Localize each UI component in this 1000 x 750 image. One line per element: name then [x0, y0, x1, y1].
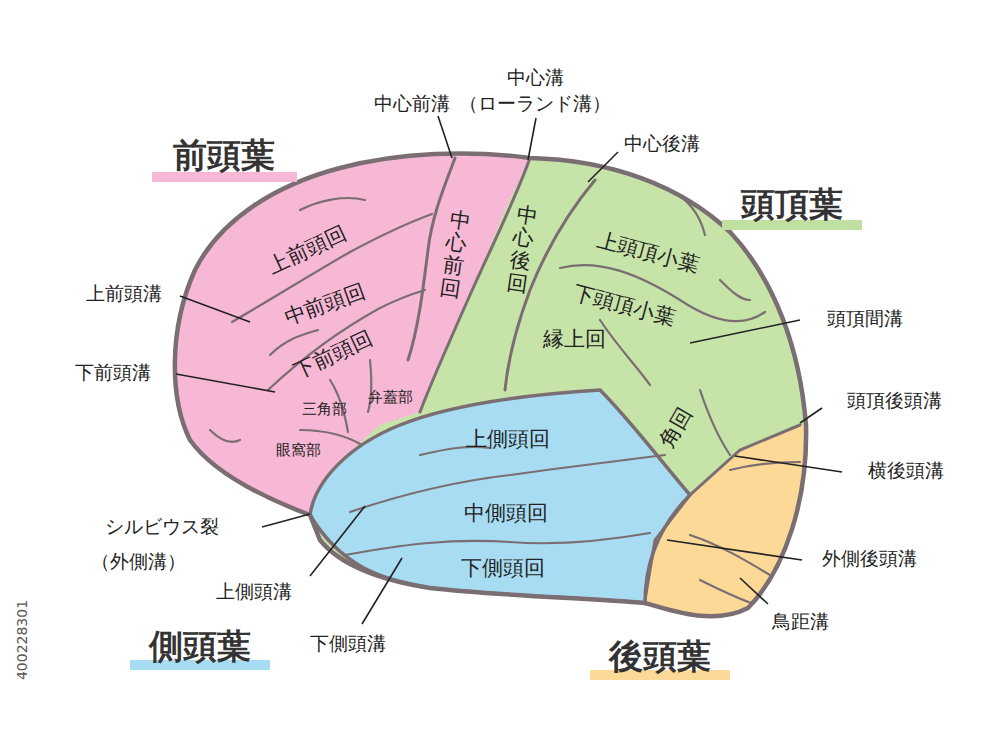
- part-name: 眼窩部: [276, 441, 321, 459]
- sulcus-name: 中心前溝: [374, 92, 450, 115]
- gyrus-name: 縁上回: [543, 327, 606, 352]
- gyrus-name: 上側頭回: [466, 427, 550, 452]
- watermark: 400228301: [14, 600, 31, 680]
- sulcus-name: 上前頭溝: [86, 282, 162, 305]
- sulcus-name: 外側後頭溝: [822, 547, 917, 570]
- sulcus-name: 頭頂間溝: [827, 307, 903, 330]
- sulcus-name: 中心後溝: [624, 132, 700, 155]
- sulcus-name: （ローランド溝）: [459, 92, 611, 115]
- sulcus-name: 鳥距溝: [772, 610, 829, 633]
- sulcus-name: 中心溝: [507, 66, 564, 89]
- gyrus-name: 中心後回: [505, 203, 539, 297]
- sulcus-name: 頭頂後頭溝: [847, 389, 942, 412]
- gyrus-name: 中前頭回: [281, 279, 369, 331]
- gyrus-name: 上前頭回: [264, 221, 351, 279]
- gyrus-name: 下側頭回: [461, 556, 545, 581]
- sulcus-name: 下前頭溝: [75, 361, 151, 384]
- sulcus-name: 横後頭溝: [868, 459, 944, 482]
- gyrus-name: 角回: [655, 404, 698, 453]
- fissure-name: （外側溝）: [91, 550, 186, 573]
- lobe-name: 後頭葉: [609, 636, 711, 677]
- lobe-name: 前頭葉: [173, 135, 275, 176]
- gyrus-name: 中側頭回: [464, 501, 548, 526]
- lobe-name: 側頭葉: [149, 626, 251, 667]
- gyrus-name: 下前頭回: [290, 326, 377, 384]
- gyrus-name: 上頭頂小葉: [594, 227, 702, 279]
- fissure-name: シルビウス裂: [105, 515, 219, 538]
- lobe-name: 頭頂葉: [741, 184, 843, 225]
- gyrus-name: 中心前回: [438, 208, 472, 302]
- gyrus-name: 下頭頂小葉: [570, 280, 678, 332]
- sulcus-name: 下側頭溝: [310, 632, 386, 655]
- part-name: 三角部: [302, 400, 347, 418]
- part-name: 弁蓋部: [368, 388, 413, 406]
- sulcus-name: 上側頭溝: [216, 580, 292, 603]
